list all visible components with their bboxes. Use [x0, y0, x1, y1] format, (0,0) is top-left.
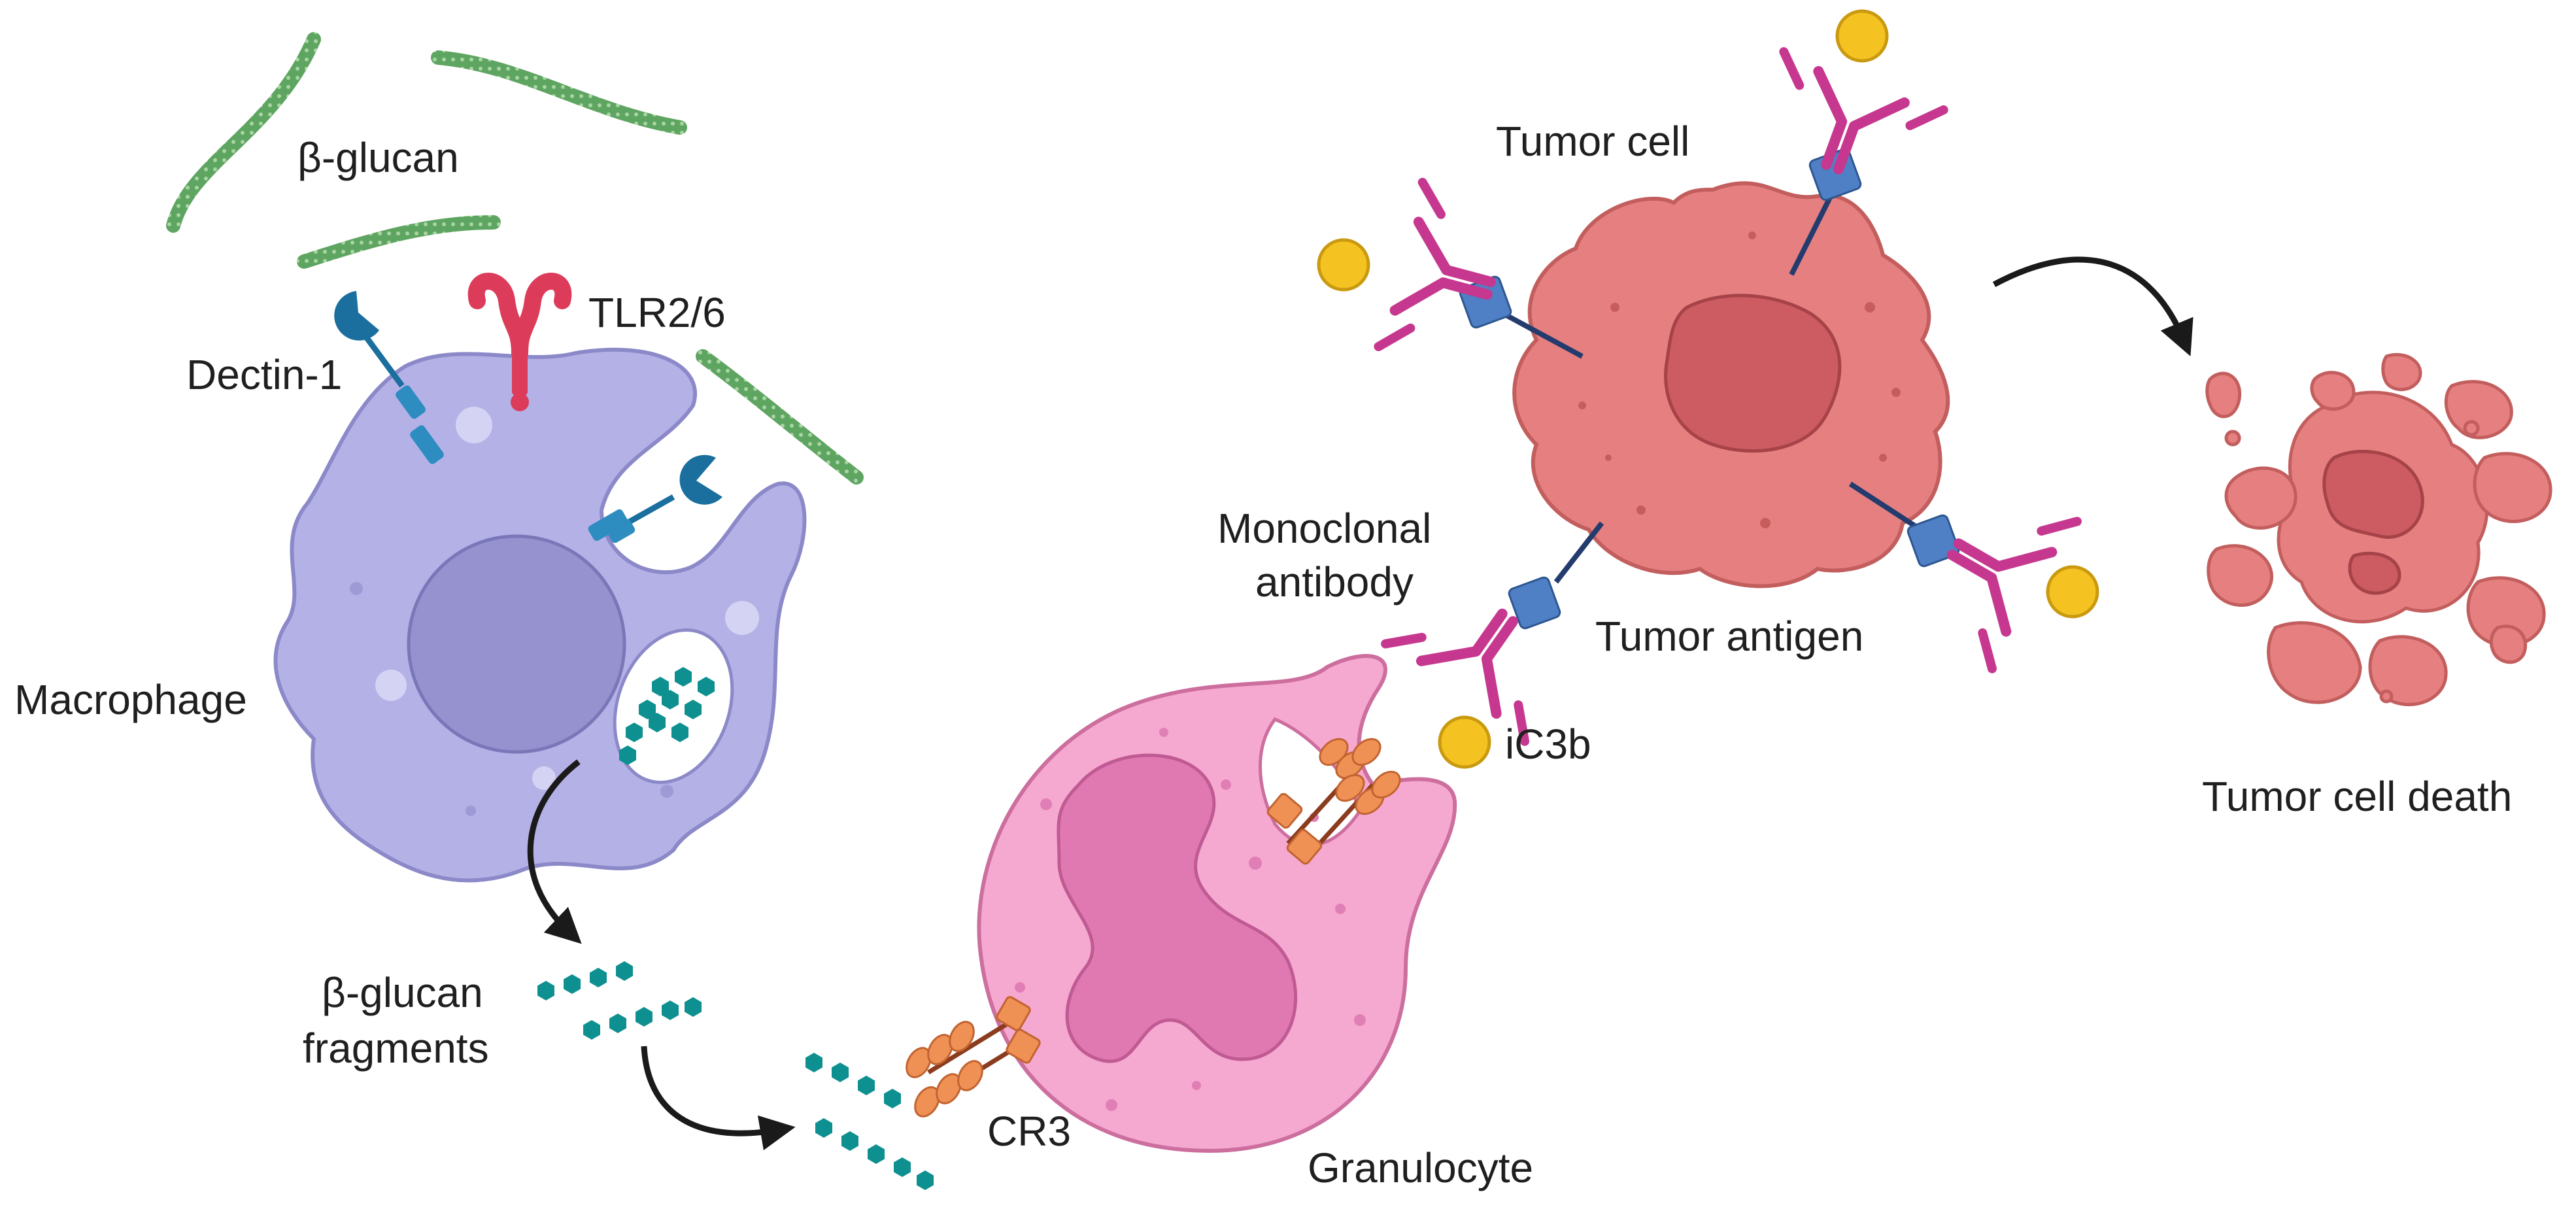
label-beta-glucan: β-glucan	[297, 134, 459, 181]
dying-tumor-cell	[2205, 352, 2552, 706]
label-tlr2-6: TLR2/6	[588, 289, 726, 336]
label-ic3b: iC3b	[1505, 721, 1591, 768]
beta-glucan-fragments	[537, 961, 702, 1040]
antibody-complex-right	[1848, 475, 2099, 668]
label-macrophage: Macrophage	[14, 676, 247, 723]
tumor-nucleus	[1664, 294, 1842, 453]
glucan-strand	[297, 215, 501, 269]
arrow-macrophage-to-fragments	[527, 759, 582, 944]
granulocyte-nucleus	[1057, 753, 1298, 1063]
ic3b-sphere	[1317, 238, 1370, 292]
label-dectin-1: Dectin-1	[186, 351, 342, 398]
dectin-1-receptor	[588, 454, 722, 543]
ic3b-sphere	[1835, 9, 1889, 63]
macrophage-cell	[273, 347, 807, 883]
cr3-receptor	[906, 996, 1041, 1117]
antibody-complex-left	[1317, 182, 1584, 370]
beta-glucan-strands	[166, 32, 864, 485]
glucan-strand	[696, 349, 864, 485]
label-tumor-antigen: Tumor antigen	[1595, 613, 1863, 660]
label-cr3: CR3	[987, 1108, 1071, 1155]
ic3b-sphere	[2046, 565, 2099, 619]
label-granulocyte: Granulocyte	[1308, 1144, 1533, 1191]
label-monoclonal: Monoclonal	[1217, 505, 1431, 552]
arrow-fragments-to-cr3	[641, 1046, 796, 1151]
label-fragments-line1: β-glucan	[322, 969, 483, 1016]
glucan-strand	[431, 50, 687, 135]
granulocyte-cell	[977, 654, 1457, 1153]
label-antibody: antibody	[1255, 558, 1414, 606]
dectin-1-receptor	[334, 291, 444, 464]
label-fragments-line2: fragments	[303, 1025, 489, 1072]
arrow-tumor-to-death	[1992, 256, 2194, 356]
tlr2-6-receptor	[467, 273, 572, 411]
glucan-strand	[166, 32, 321, 233]
ic3b-sphere	[1438, 715, 1491, 769]
label-tumor-cell: Tumor cell	[1496, 118, 1689, 165]
tumor-cell	[1512, 181, 1950, 588]
label-tumor-cell-death: Tumor cell death	[2202, 773, 2512, 820]
cr3-receptor-pocket	[1266, 738, 1401, 865]
antibody-complex-top	[1752, 9, 1943, 276]
macrophage-nucleus	[407, 534, 626, 754]
antibody-complex-bottom	[1385, 521, 1604, 769]
